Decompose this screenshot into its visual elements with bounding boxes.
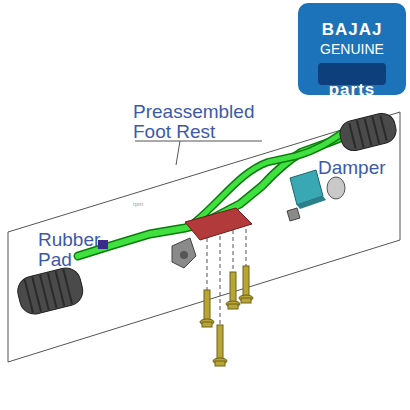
brand-text: BAJAJ: [298, 21, 406, 39]
leader-line: [135, 141, 180, 165]
brand-text: parts: [318, 81, 386, 99]
bolt-dashes: [207, 222, 246, 325]
bracket-hole: [180, 251, 188, 259]
bracket-clamp: [172, 238, 196, 268]
damper-washer: [327, 177, 345, 199]
part-name: Rubber Pad: [38, 230, 108, 270]
watermark: rpm: [133, 201, 143, 208]
mounting-bolt: [200, 266, 253, 366]
rubber-pad: [15, 265, 86, 317]
assembly-outline: [8, 112, 400, 362]
rubber-pad: [337, 111, 399, 154]
brand-text: GENUINE: [298, 41, 406, 57]
damper-nut: [287, 208, 300, 221]
mounting-bracket: [185, 208, 252, 240]
part-name: Preassembled Foot Rest: [133, 102, 273, 142]
part-name: Damper: [318, 158, 398, 178]
brand-badge: parts: [318, 63, 386, 85]
damper-block: [297, 196, 326, 209]
brand-logo: BAJAJ GENUINE parts: [298, 3, 406, 95]
